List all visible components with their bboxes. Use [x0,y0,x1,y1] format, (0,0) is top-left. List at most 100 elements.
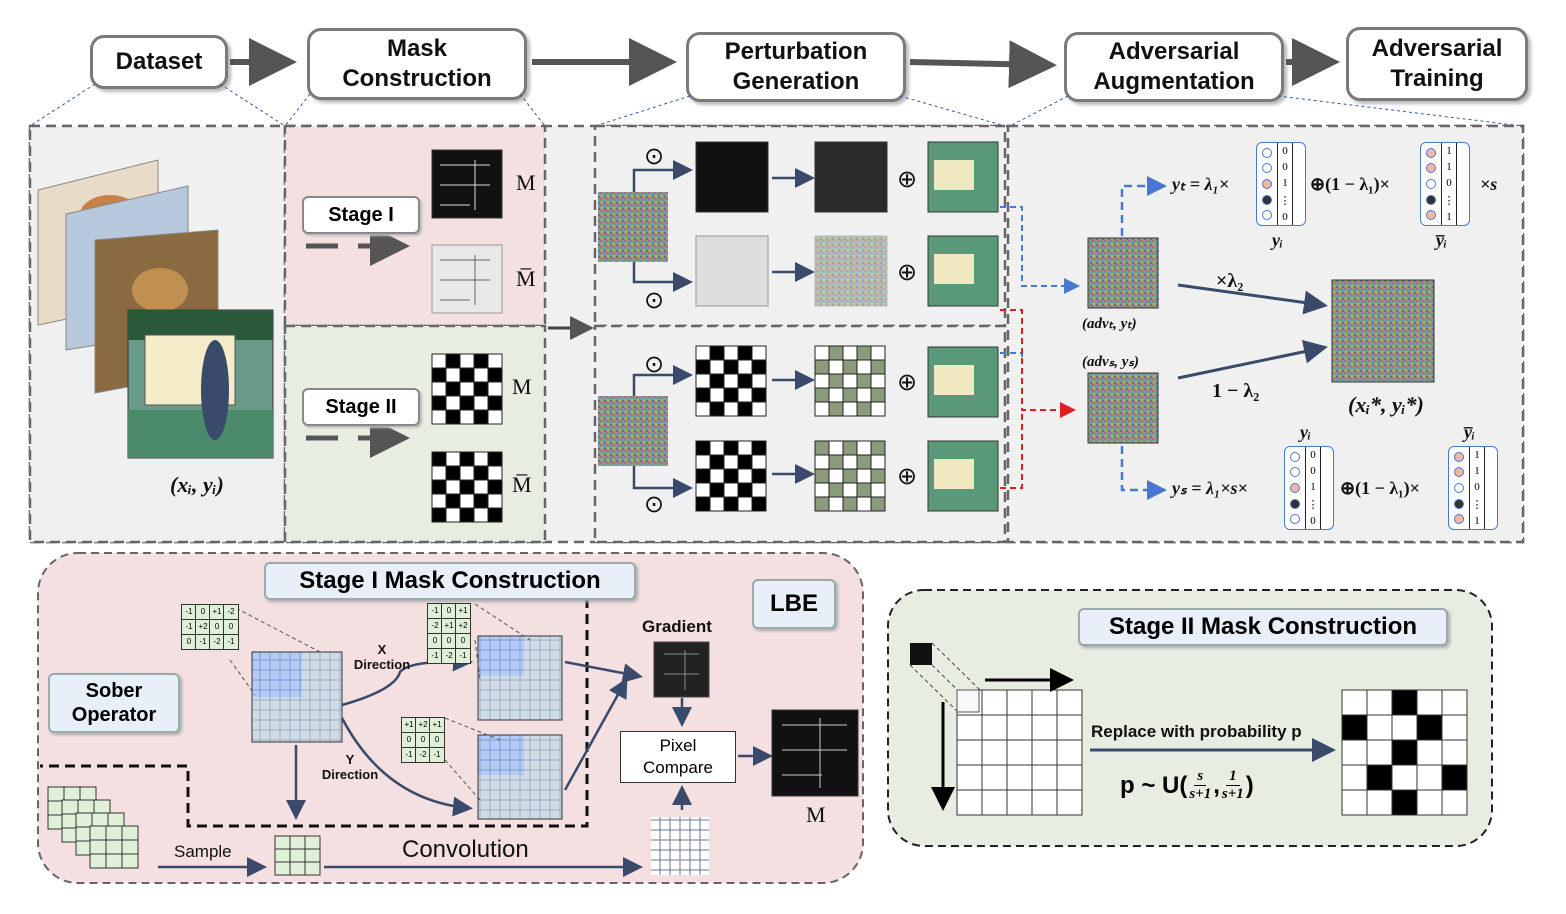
mask-construction-box: Mask Construction [307,28,527,100]
pert-label-2: Generation [732,68,860,95]
gradient-image [653,641,710,698]
result-mask-image [771,709,859,797]
sample-label: Sample [174,842,232,861]
frac1-num: s [1194,768,1207,786]
sober-text-1: Sober [85,680,143,702]
yt-equation-a: yₜ = λ₁× [1172,174,1230,194]
pixel-text-2: Compare [643,758,713,777]
result-m-label: M [806,802,826,827]
vector-value: ⋮ [1307,498,1319,511]
class-dot [1290,482,1300,493]
dataset-label: Dataset [115,48,203,75]
checker-mask-mbar [431,451,503,523]
vector-value: 1 [1446,161,1452,174]
class-dot [1262,178,1272,189]
vector-value: 0 [1310,514,1316,527]
vector-value: ⋮ [1443,194,1455,207]
mask-label-1: Mask [386,35,448,62]
yibar-label-bottom: y̅ᵢ [1464,422,1476,442]
adversarial-training-box: Adversarial Training [1346,27,1528,101]
vector-value: 1 [1282,177,1288,190]
class-dot [1262,194,1272,205]
vector-value: 1 [1310,481,1316,494]
ys-equation-a: yₛ = λ₁×s× [1172,478,1248,498]
vector-value: 1 [1474,514,1480,527]
vector-value: 1 [1446,210,1452,223]
image-grid-main [251,651,343,743]
y-dir-1: Y [345,752,355,767]
yi-label-top: yᵢ [1272,230,1284,250]
vector-value: 0 [1282,210,1288,223]
vector-value: 0 [1282,145,1288,158]
gradient-label: Gradient [642,617,712,636]
vector-value: 1 [1446,145,1452,158]
dataset-box: Dataset [90,35,228,89]
stage2-label: Stage II [325,395,397,418]
x-direction-label: X Direction [350,642,414,672]
noise-image-1 [598,192,668,262]
mixed-result-image [1331,279,1435,383]
class-dot [1290,451,1300,462]
ys-equation-b: ⊕(1 − λ₁)× [1340,478,1420,498]
kernel-cell: +2 [455,618,471,634]
adv-t-label: (advₜ, yₜ) [1082,316,1137,332]
kernel-cell: -1 [401,747,417,763]
one-minus-lambda2-label: 1 − λ₂ [1212,380,1260,402]
ones-kernel-stack [47,786,139,869]
frac2-num: 1 [1226,768,1240,786]
kernel-cell: +1 [429,717,445,733]
convolution-label: Convolution [402,836,529,863]
class-dot [1426,178,1436,189]
mixed-result-label: (xᵢ*, yᵢ*) [1348,392,1424,417]
probability-formula: p ~ U( s s+1 , 1 s+1 ) [1120,768,1254,803]
pipeline-arrows [230,38,1340,89]
fraction-2: 1 s+1 [1222,768,1244,803]
class-dot [1426,163,1436,174]
vector-value: 0 [1310,465,1316,478]
class-dot [1454,467,1464,478]
edge-mask-image [431,149,503,219]
stage1-detail-title-text: Stage I Mask Construction [299,567,601,594]
image-grid-x [477,635,563,721]
aug-label-2: Augmentation [1093,68,1255,95]
vector-value: 1 [1474,449,1480,462]
noise-image-2 [598,396,668,466]
oplus-1: ⊕ [897,166,918,193]
stage1-label: Stage I [328,203,394,226]
yt-equation-b: ⊕(1 − λ₁)× [1310,174,1390,194]
train-label-1: Adversarial [1371,35,1503,62]
stage2-detail-title-text: Stage II Mask Construction [1108,613,1418,640]
perturbation-generation-box: Perturbation Generation [686,32,906,102]
class-dot [1262,210,1272,221]
kernel-cell: 0 [223,619,239,635]
oplus-2: ⊕ [897,259,918,286]
checker-mask-m [431,353,503,425]
class-dot [1290,514,1300,525]
stage1-button: Stage I [302,196,420,234]
pert-label-1: Perturbation [724,38,868,65]
oplus-3: ⊕ [897,369,918,396]
class-dot [1290,498,1300,509]
aug-label-1: Adversarial [1108,38,1240,65]
y-direction-label: Y Direction [318,752,382,782]
vector-value: ⋮ [1471,498,1483,511]
inverse-edge-mask-image [431,244,503,314]
stage2-detail-title: Stage II Mask Construction [1078,608,1448,646]
train-label-2: Training [1390,65,1484,92]
image-grid-y [477,734,563,820]
kernel-cell: -1 [455,648,471,664]
kernel-cell: -2 [223,604,239,620]
pixel-compare-box: Pixel Compare [620,731,736,783]
fraction-1: s s+1 [1189,768,1211,803]
label-m-1: M [516,170,536,195]
stage1-detail-title: Stage I Mask Construction [264,562,636,600]
class-dot [1262,147,1272,158]
sober-operator-box: Sober Operator [48,673,180,733]
x-dir-1: X [377,642,387,657]
oplus-4: ⊕ [897,463,918,490]
class-dot [1454,482,1464,493]
